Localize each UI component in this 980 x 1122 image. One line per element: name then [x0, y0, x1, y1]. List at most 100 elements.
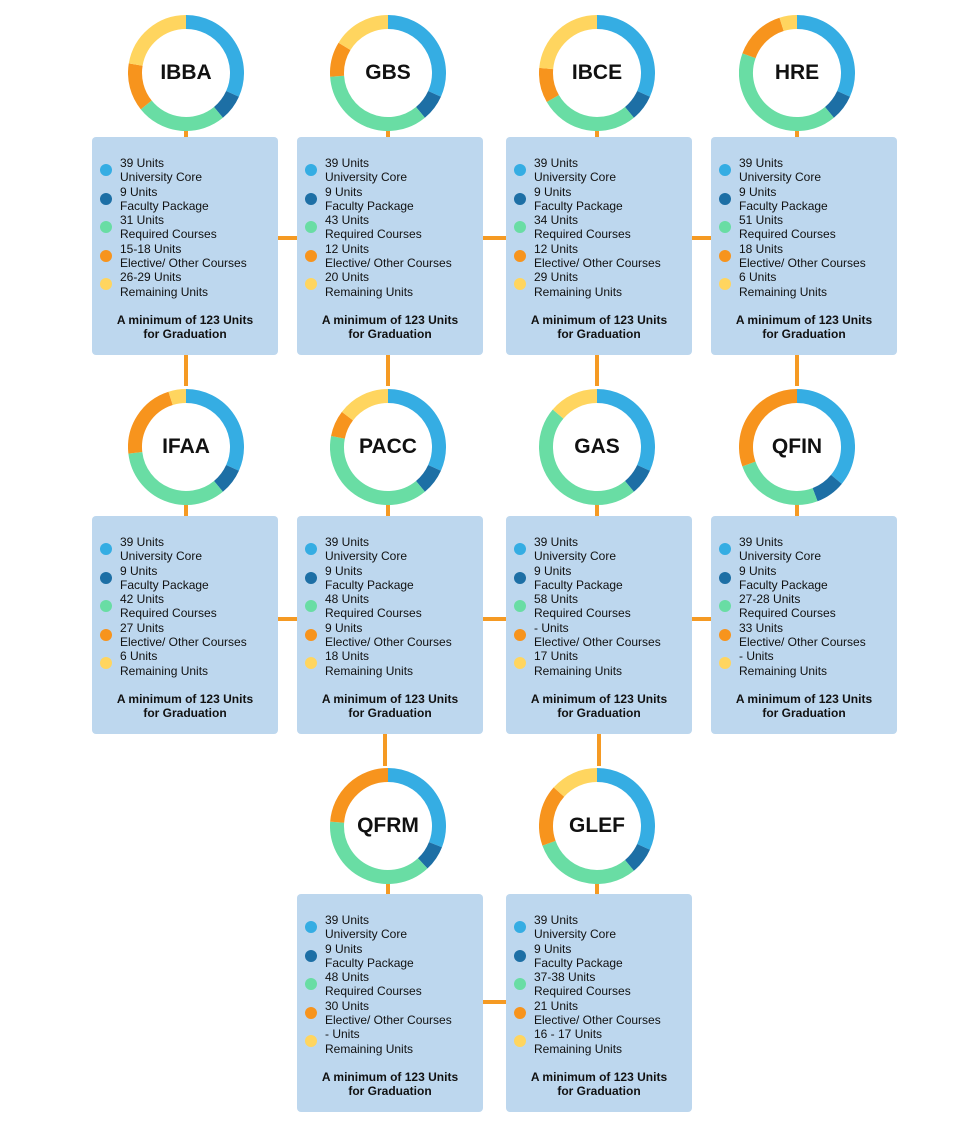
unit-count: 27 Units [120, 620, 165, 635]
connector-line [795, 504, 799, 517]
legend-swatch [305, 192, 317, 205]
donut-slice-pacc-2 [415, 464, 441, 492]
program-name-ibba: IBBA [160, 61, 212, 84]
unit-count: 37-38 Units [534, 970, 596, 985]
unit-category: Remaining Units [325, 284, 414, 299]
unit-count: 9 Units [739, 184, 777, 199]
donut-slice-pacc-3 [330, 435, 425, 505]
unit-count: 20 Units [325, 270, 370, 285]
graduation-requirement-line1: A minimum of 123 Units [735, 692, 873, 706]
unit-category: University Core [120, 170, 203, 185]
unit-count: 31 Units [120, 213, 165, 228]
unit-count: 9 Units [325, 563, 363, 578]
donut-slice-qfin-2 [812, 474, 842, 502]
donut-chart-pacc: PACC [330, 389, 446, 505]
donut-slice-gbs-4 [330, 42, 351, 77]
connector-line [184, 504, 188, 517]
legend-swatch [514, 278, 526, 291]
unit-category: University Core [534, 170, 617, 185]
unit-count: 39 Units [120, 156, 165, 170]
unit-count: 12 Units [325, 241, 370, 256]
unit-count: 43 Units [325, 213, 370, 228]
legend-swatch [514, 1035, 526, 1048]
unit-count: 9 Units [534, 941, 572, 956]
unit-category: Required Courses [534, 606, 631, 621]
unit-category: Required Courses [325, 984, 422, 999]
connector-line [795, 355, 799, 386]
connector-line [277, 236, 298, 240]
unit-category: Required Courses [534, 227, 631, 242]
donut-chart-glef: GLEF [539, 768, 655, 884]
unit-category: Faculty Package [325, 577, 414, 592]
unit-count: 39 Units [739, 535, 784, 549]
legend-swatch [514, 543, 526, 555]
donut-chart-hre: HRE [739, 15, 855, 131]
unit-count: 16 - 17 Units [534, 1027, 603, 1042]
legend-swatch [514, 657, 526, 670]
unit-count: 9 Units [120, 563, 158, 578]
unit-count: 26-29 Units [120, 270, 182, 285]
legend-swatch [305, 164, 317, 176]
donut-slice-glef-3 [542, 840, 634, 884]
donut-slice-hre-3 [739, 53, 834, 131]
donut-slice-glef-5 [553, 768, 598, 797]
legend-swatch [514, 1006, 526, 1019]
graduation-requirement-line1: A minimum of 123 Units [530, 313, 668, 327]
unit-count: 6 Units [739, 270, 777, 285]
legend-swatch [305, 949, 317, 962]
donut-slice-gas-5 [552, 389, 598, 419]
unit-category: University Core [325, 170, 408, 185]
donut-chart-gbs: GBS [330, 15, 446, 131]
unit-count: 15-18 Units [120, 241, 182, 256]
legend-swatch [719, 543, 731, 555]
donut-chart-ibce: IBCE [539, 15, 655, 131]
legend-swatch [100, 249, 112, 262]
unit-category: University Core [534, 549, 617, 564]
unit-category: University Core [325, 549, 408, 564]
unit-category: Elective/ Other Courses [120, 635, 247, 650]
legend-swatch [514, 600, 526, 613]
unit-category: Required Courses [534, 984, 631, 999]
unit-category: Elective/ Other Courses [325, 256, 452, 271]
donut-slice-qfin-4 [739, 389, 798, 467]
graduation-requirement-line2: for Graduation [557, 327, 641, 342]
unit-category: Remaining Units [534, 1041, 623, 1056]
legend-swatch [719, 600, 731, 613]
graduation-requirement-line2: for Graduation [348, 327, 432, 342]
legend-swatch [514, 921, 526, 933]
unit-category: Remaining Units [120, 284, 209, 299]
unit-count: 17 Units [534, 649, 579, 664]
unit-category: Faculty Package [739, 198, 828, 213]
graduation-requirement-line2: for Graduation [557, 1084, 641, 1099]
legend-swatch [719, 657, 731, 670]
legend-swatch [305, 221, 317, 234]
graduation-requirement-line1: A minimum of 123 Units [116, 692, 254, 706]
unit-count: - Units [739, 649, 774, 664]
connector-line [595, 127, 599, 138]
unit-category: Faculty Package [325, 955, 414, 970]
unit-category: Faculty Package [325, 198, 414, 213]
donut-slice-ifaa-1 [185, 389, 244, 471]
